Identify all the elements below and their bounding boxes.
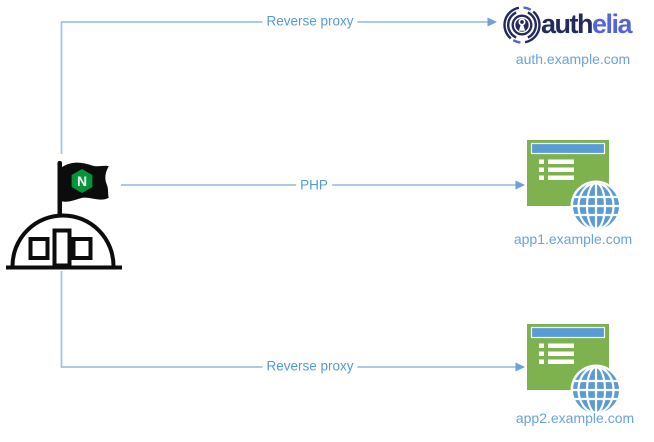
globe-icon: [570, 180, 622, 232]
app2-domain-label: app2.example.com: [515, 410, 635, 426]
globe-icon: [570, 364, 622, 416]
authelia-wordmark-auth: auth: [541, 9, 594, 39]
connection-label-middle: PHP: [296, 177, 332, 193]
app2-titlebar: [530, 326, 606, 339]
server-door: [52, 228, 72, 268]
app1-list-icon: [539, 159, 574, 180]
app2-webapp-icon: [527, 324, 622, 416]
app1-domain-label: app1.example.com: [513, 231, 633, 247]
app2-list-icon: [539, 343, 574, 364]
arrowhead-bottom-icon: [515, 362, 525, 372]
server-window-left: [28, 237, 50, 260]
arrowhead-top-icon: [487, 17, 497, 27]
connector-bottom: [60, 271, 516, 368]
connector-top: [60, 21, 488, 154]
nginx-hexagon-icon: [71, 169, 93, 193]
authelia-wordmark-elia: elia: [592, 9, 633, 39]
arrowhead-middle-icon: [515, 180, 525, 190]
connection-label-top: Reverse proxy: [262, 13, 358, 29]
authelia-wordmark: authelia: [541, 6, 633, 42]
server-window-right: [71, 237, 93, 260]
auth-domain-label: auth.example.com: [515, 51, 631, 67]
app1-webapp-icon: [527, 140, 622, 232]
connection-label-bottom: Reverse proxy: [262, 358, 358, 374]
app1-titlebar: [530, 142, 606, 155]
nginx-letter: N: [77, 173, 87, 189]
flag-pole: [57, 161, 62, 217]
nginx-server-icon: N: [6, 161, 122, 270]
authelia-logo-icon: [503, 6, 541, 44]
